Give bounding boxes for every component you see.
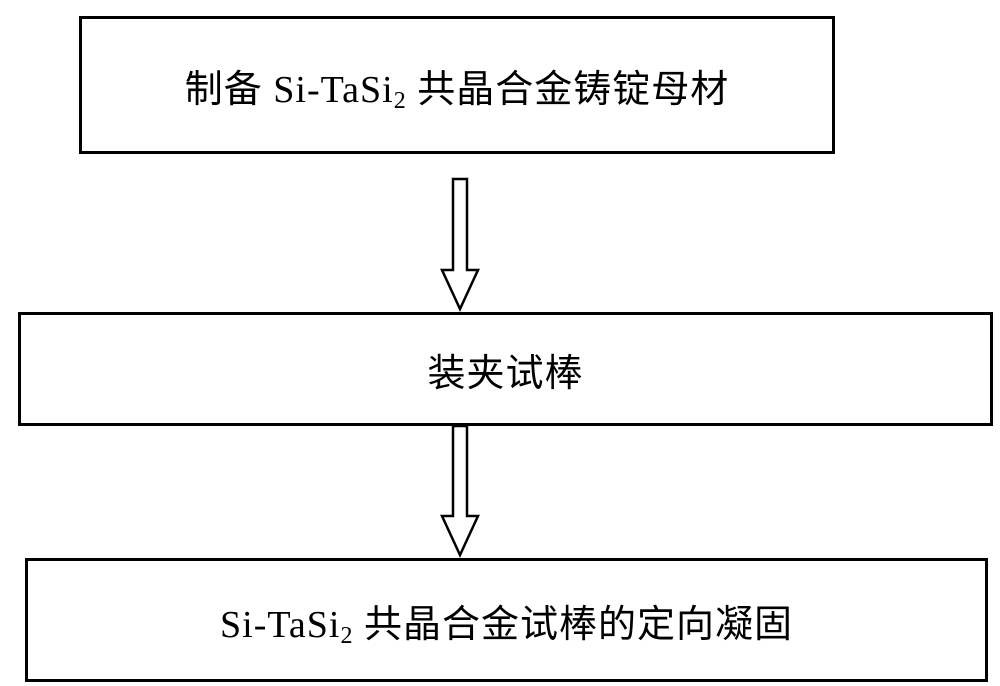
step-label-directional-solidification: Si-TaSi2 共晶合金试棒的定向凝固 [220, 603, 793, 649]
down-arrow-1 [440, 177, 480, 312]
step-label-prepare-ingot: 制备 Si-TaSi2 共晶合金铸锭母材 [184, 68, 730, 114]
step-box-prepare-ingot: 制备 Si-TaSi2 共晶合金铸锭母材 [79, 16, 835, 154]
step-box-clamp-rod: 装夹试棒 [18, 312, 993, 426]
step-label-clamp-rod: 装夹试棒 [427, 352, 584, 395]
down-arrow-2 [440, 424, 480, 558]
step-box-directional-solidification: Si-TaSi2 共晶合金试棒的定向凝固 [25, 558, 988, 682]
